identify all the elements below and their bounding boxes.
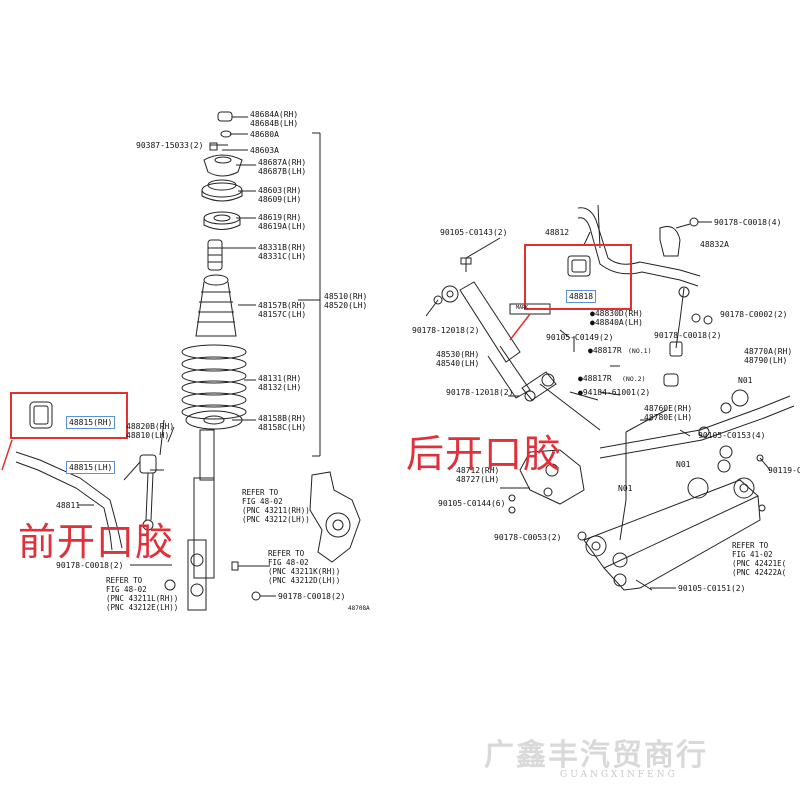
rear-label: 48770A(RH) 48790(LH) — [744, 347, 793, 365]
coil-spring-turn — [181, 404, 247, 420]
rear-label: N01 — [738, 376, 753, 385]
coil-spring-turn — [181, 368, 247, 384]
front-label: 48158B(RH) 48158C(LH) — [258, 414, 307, 432]
front-label: 48331B(RH) 48331C(LH) — [258, 243, 307, 261]
front-bushing-part-lh[interactable]: 48815(LH) — [66, 461, 116, 474]
rear-label: 48812 — [545, 228, 570, 237]
coil-spring-turn — [181, 380, 247, 396]
rear-bushing-part[interactable]: 48818 — [566, 290, 597, 303]
front-label: 90178-C0018(2) — [56, 561, 124, 570]
front-label: 48157B(RH) 48157C(LH) — [258, 301, 307, 319]
front-label: 48510(RH) 48520(LH) — [324, 292, 368, 310]
rear-bushing-annotation: 后开口胶 — [406, 432, 563, 476]
front-label: 48820B(RH) 48810(LH) — [126, 422, 175, 440]
front-label: 48708A — [348, 605, 370, 612]
front-bushing-highlight-box — [10, 392, 128, 439]
rear-label: 48832A — [700, 240, 729, 249]
rear-label: 90178-C0002(2) — [720, 310, 788, 319]
front-label: 48619(RH) 48619A(LH) — [258, 213, 307, 231]
front-label: 48687A(RH) 48687B(LH) — [258, 158, 307, 176]
coil-spring-turn — [181, 392, 247, 408]
rear-label: 90178-12018(2) — [412, 326, 480, 335]
rear-label: 90105-C0143(2) — [440, 228, 508, 237]
rear-label: 90105-C0144(6) — [438, 499, 506, 508]
front-refer-note: REFER TO FIG 48-02 (PNC 43211(RH)) (PNC … — [242, 488, 310, 524]
rear-label: 90119-C — [768, 466, 800, 475]
front-label: 48131(RH) 48132(LH) — [258, 374, 302, 392]
front-label: 90387-15033(2) — [136, 141, 204, 150]
coil-spring-turn — [181, 356, 247, 372]
rear-label: 48712(RH) 48727(LH) — [456, 466, 500, 484]
rear-label: 90178-C0053(2) — [494, 533, 562, 542]
rear-label: (NO.1) — [628, 347, 652, 355]
front-label: 48811 — [56, 501, 81, 510]
rear-label: ●94184-61001(2) — [578, 388, 651, 397]
front-refer-note: REFER TO FIG 48-02 (PNC 43211K(RH)) (PNC… — [268, 549, 341, 585]
rear-label: ●48817R — [578, 374, 612, 383]
rear-label: 90178-C0018(4) — [714, 218, 782, 227]
front-label: 48603(RH) 48609(LH) — [258, 186, 302, 204]
rear-label: MARK — [516, 305, 529, 311]
front-label: 90178-C0018(2) — [278, 592, 346, 601]
rear-label: N01 — [676, 460, 691, 469]
front-bushing-annotation: 前开口胶 — [18, 520, 175, 564]
rear-label: 48760E(RH) 48780E(LH) — [644, 404, 693, 422]
shop-watermark-pinyin: GUANGXINFENG — [560, 770, 678, 780]
rear-label: N01 — [618, 484, 633, 493]
rear-label: 90105-C0151(2) — [678, 584, 746, 593]
rear-label: 90105-C0153(4) — [698, 431, 766, 440]
rear-refer-note: REFER TO FIG 41-02 (PNC 42421E( (PNC 424… — [732, 541, 787, 577]
front-label: 48680A — [250, 130, 279, 139]
coil-spring-turn — [181, 344, 247, 360]
shop-watermark: 广鑫丰汽贸商行 — [484, 738, 708, 773]
rear-label: 90178-12018(2) — [446, 388, 514, 397]
rear-label: 48530(RH) 48540(LH) — [436, 350, 480, 368]
rear-label: 90105-C0149(2) — [546, 333, 614, 342]
rear-label: 90178-C0018(2) — [654, 331, 722, 340]
rear-label: ●48830D(RH) ●48840A(LH) — [590, 309, 643, 327]
rear-label: ●48817R — [588, 346, 622, 355]
rear-label: (NO.2) — [622, 375, 646, 383]
front-bushing-part-rh[interactable]: 48815(RH) — [66, 416, 116, 429]
front-label: 48684A(RH) 48684B(LH) — [250, 110, 299, 128]
rear-bushing-highlight-box — [524, 244, 632, 310]
front-refer-note: REFER TO FIG 48-02 (PNC 43211L(RH)) (PNC… — [106, 576, 179, 612]
front-label: 48603A — [250, 146, 279, 155]
